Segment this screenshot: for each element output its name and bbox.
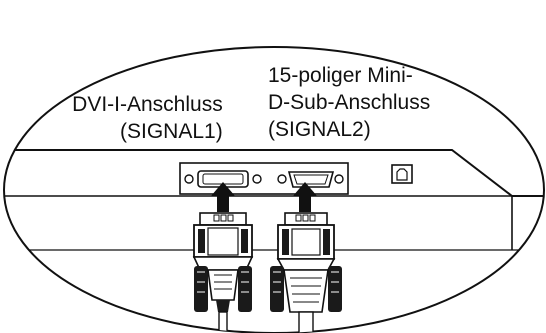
- monitor-panel-edge: [4, 149, 544, 197]
- connector-plate: [179, 162, 349, 195]
- dvi-label-line1: DVI-I-Anschluss: [72, 93, 223, 116]
- d-sub-cable-plug: [270, 212, 342, 333]
- detail-oval-outline: [3, 46, 545, 333]
- up-arrow-icon: [293, 182, 317, 212]
- d-sub-connector-label: 15-poliger Mini- D-Sub-Anschluss (SIGNAL…: [268, 62, 430, 143]
- dvi-connector-label: DVI-I-Anschluss (SIGNAL1): [70, 91, 223, 145]
- dvi-label-line2: (SIGNAL1): [120, 120, 223, 143]
- dsub-label-line1: 15-poliger Mini-: [268, 64, 413, 87]
- d-sub-port-icon: [277, 171, 344, 188]
- dvi-cable-plug: [192, 212, 254, 333]
- up-arrow-icon: [211, 182, 235, 212]
- usb-b-port-icon: [391, 164, 413, 184]
- dsub-label-line3: (SIGNAL2): [268, 118, 371, 141]
- dsub-label-line2: D-Sub-Anschluss: [268, 91, 431, 114]
